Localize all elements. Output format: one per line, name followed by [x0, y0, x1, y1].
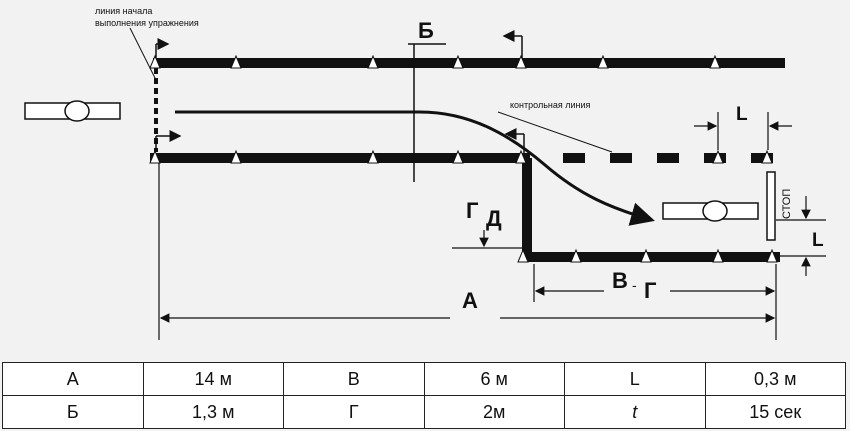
label-a: А: [462, 288, 478, 313]
box-lines: [522, 158, 780, 262]
control-line-flag: [497, 111, 613, 153]
label-l-right: L: [812, 230, 824, 251]
dim-l-top: [694, 112, 792, 150]
dim-l-right: [776, 196, 826, 276]
parameters-table: А 14 м В 6 м L 0,3 м Б 1,3 м Г 2м t 15 с…: [2, 362, 846, 429]
vehicle-trajectory: [175, 110, 655, 226]
lower-boundary-line: [150, 153, 530, 163]
table-cell-key: Г: [283, 395, 425, 429]
cones: [149, 54, 778, 263]
car-start: [24, 100, 121, 122]
start-flags: [155, 38, 182, 148]
dim-a: [158, 163, 777, 340]
label-vg-2: Г: [644, 278, 657, 303]
control-line-label: контрольная линия: [510, 100, 591, 110]
dashed-boundary-line: [563, 153, 773, 163]
table-cell-key: Б: [2, 395, 144, 429]
label-gd-2: Д: [486, 206, 502, 231]
table-cell-key: L: [564, 362, 706, 396]
return-flag-top: [502, 30, 523, 58]
start-line: [129, 27, 158, 152]
dim-gd: [452, 230, 524, 249]
table-cell-value: 2м: [423, 395, 565, 429]
table-cell-value: 14 м: [142, 362, 284, 396]
table-cell-key: t: [564, 395, 706, 429]
label-b-top: Б: [418, 18, 434, 43]
start-line-label-1: линия начала: [95, 6, 152, 16]
table-cell-value: 1,3 м: [142, 395, 284, 429]
table-cell-value: 6 м: [423, 362, 565, 396]
top-boundary-line: [153, 58, 785, 68]
label-vg: В: [612, 268, 628, 293]
label-gd: Г: [466, 198, 479, 223]
table-cell-value: 15 сек: [704, 395, 846, 429]
label-l-top: L: [736, 104, 748, 125]
table-cell-key: В: [283, 362, 425, 396]
label-vg-dash: -: [632, 277, 637, 293]
stop-label: СТОП: [781, 189, 793, 219]
exercise-diagram: Б СТОП L L Г Д В Г -: [24, 6, 826, 340]
table-cell-key: А: [2, 362, 144, 396]
table-row: Б 1,3 м Г 2м t 15 сек: [2, 395, 846, 429]
table-cell-value: 0,3 м: [704, 362, 846, 396]
width-b-marker: [408, 43, 446, 182]
car-finish: [662, 200, 759, 222]
table-row: А 14 м В 6 м L 0,3 м: [2, 362, 846, 396]
start-line-label-2: выполнения упражнения: [95, 18, 199, 28]
dim-vg: [533, 264, 777, 302]
stop-bar: [766, 171, 776, 241]
